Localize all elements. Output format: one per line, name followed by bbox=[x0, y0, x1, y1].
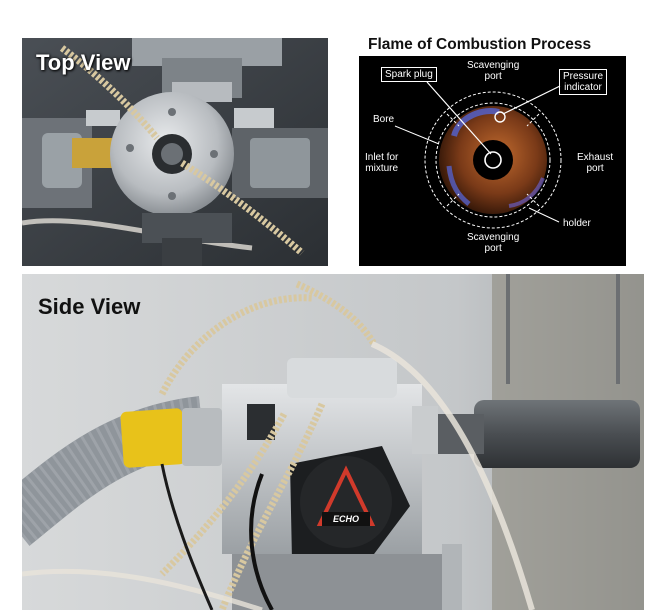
top-view-photo: Top View bbox=[22, 38, 328, 266]
flame-title: Flame of Combustion Process bbox=[368, 36, 592, 53]
side-view-image bbox=[22, 274, 644, 610]
flame-label-exhaust-port: Exhaust port bbox=[577, 152, 614, 174]
side-view-photo: Side View ECHO bbox=[22, 274, 644, 610]
top-view-image bbox=[22, 38, 328, 266]
flame-label-spark-plug: Spark plug bbox=[381, 67, 437, 82]
side-view-label: Side View bbox=[38, 294, 141, 319]
flame-label-pressure-indicator: Pressure indicator bbox=[559, 69, 608, 95]
top-view-label: Top View bbox=[36, 50, 131, 75]
flame-label-scavenging-port-bottom: Scavenging port bbox=[467, 232, 520, 254]
flame-label-holder: holder bbox=[563, 218, 591, 229]
echo-logo: ECHO bbox=[332, 514, 359, 524]
flame-label-inlet-for-mixture: Inlet for mixture bbox=[365, 152, 399, 174]
flame-label-bore: Bore bbox=[373, 114, 395, 125]
flame-panel: Spark plug Scavenging port Pressure indi… bbox=[359, 56, 626, 266]
flame-label-scavenging-port-top: Scavenging port bbox=[467, 60, 520, 82]
flame-diagram bbox=[394, 81, 562, 229]
